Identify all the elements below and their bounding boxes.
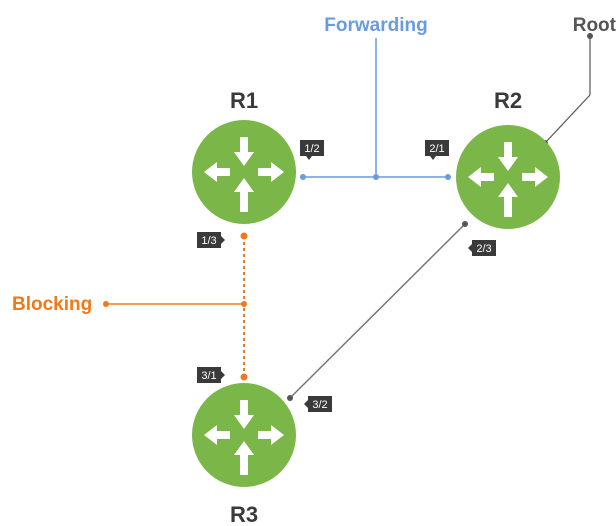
port-dot-r2-2-3 <box>462 221 468 227</box>
svg-text:2/1: 2/1 <box>429 143 444 155</box>
root-label: Root <box>573 15 616 36</box>
router-arrows-icon <box>468 142 548 217</box>
svg-text:3/1: 3/1 <box>201 370 216 382</box>
svg-text:1/3: 1/3 <box>201 235 216 247</box>
forwarding-port-dot-r1 <box>300 174 306 180</box>
forwarding-label: Forwarding <box>324 15 427 36</box>
port-dot-r3-3-2 <box>287 395 293 401</box>
blocking-callout-dot-left <box>103 301 109 307</box>
port-tag-r2-2-3: 2/3 <box>468 240 496 256</box>
router-label-r2: R2 <box>494 88 522 113</box>
router-r1 <box>192 120 296 224</box>
router-label-r3: R3 <box>230 502 258 526</box>
router-label-r1: R1 <box>230 88 258 113</box>
root-callout-dot-top <box>587 33 593 39</box>
blocking-port-dot-r3 <box>240 373 248 381</box>
blocking-port-dot-r1 <box>240 232 248 240</box>
router-arrows-icon <box>204 137 284 212</box>
svg-text:1/2: 1/2 <box>304 143 319 155</box>
port-tag-r3-3-1: 3/1 <box>197 367 225 383</box>
blocking-label: Blocking <box>12 294 92 315</box>
port-tag-r3-3-2: 3/2 <box>304 396 332 412</box>
svg-text:3/2: 3/2 <box>312 399 327 411</box>
port-tag-r1-1-3: 1/3 <box>197 232 225 248</box>
link-r2-r3 <box>289 223 466 399</box>
root-callout-line-diag <box>544 94 591 144</box>
router-r2 <box>456 125 560 229</box>
port-tag-r1-1-2: 1/2 <box>300 140 324 160</box>
port-tag-r2-2-1: 2/1 <box>425 140 449 160</box>
router-arrows-icon <box>204 400 284 475</box>
blocking-callout-dot-right <box>241 301 247 307</box>
svg-text:2/3: 2/3 <box>476 243 491 255</box>
forwarding-port-dot-r2 <box>445 174 451 180</box>
router-r3 <box>192 383 296 487</box>
forwarding-callout-dot <box>373 174 379 180</box>
